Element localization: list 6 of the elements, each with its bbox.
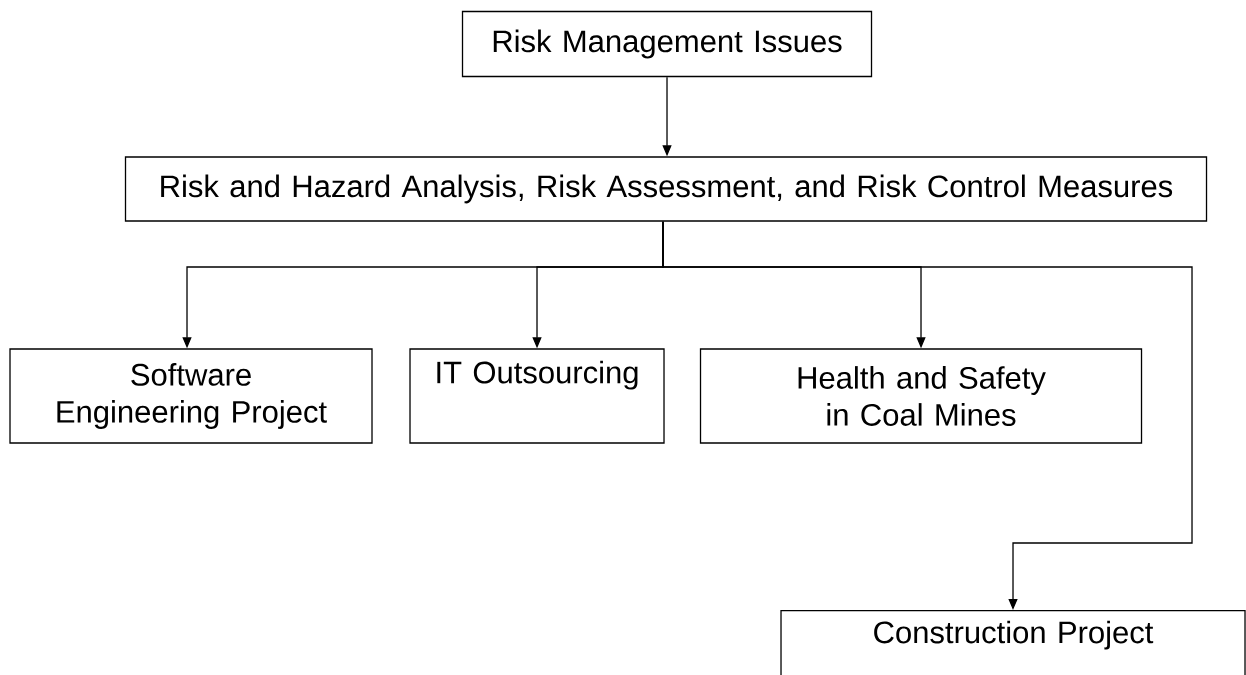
process-box: Construction Project (780, 610, 1246, 675)
process-box: Risk and Hazard Analysis, Risk Assessment, and Risk Control Measures (124, 156, 1208, 222)
process-box: Risk Management Issues (461, 10, 873, 78)
process-box: IT Outsourcing (409, 348, 665, 444)
process-box: Software Engineering Project (9, 348, 373, 444)
process-box: Health and Safety in Coal Mines (699, 348, 1143, 444)
